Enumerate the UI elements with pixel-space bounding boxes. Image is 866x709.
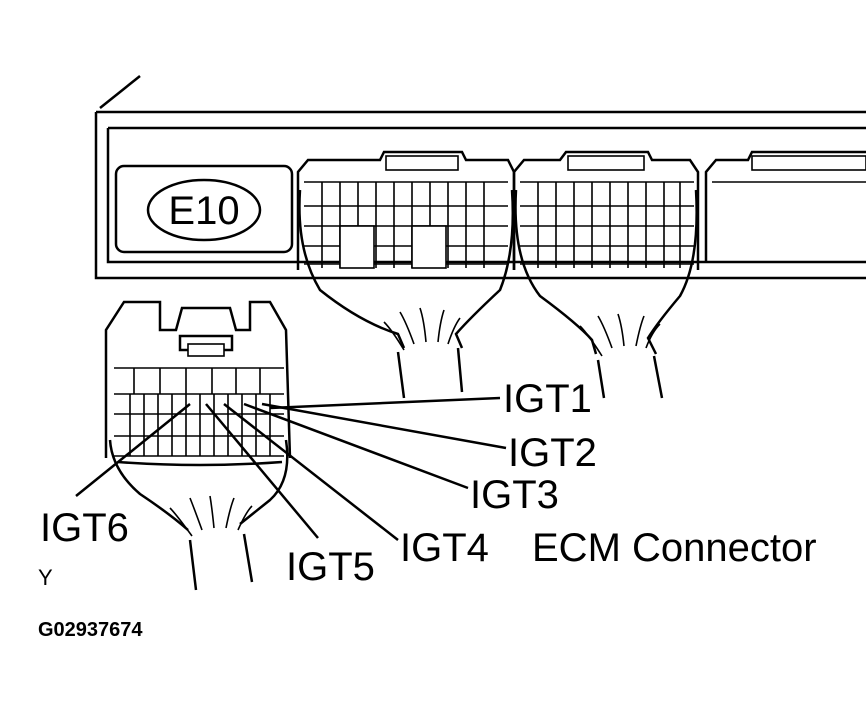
terminal-label-igt2: IGT2 (508, 431, 597, 475)
view-mark: Y (38, 565, 53, 590)
terminal-label-igt4: IGT4 (400, 526, 489, 570)
terminal-label-igt6: IGT6 (40, 506, 129, 550)
connector-id-badge: E10 (146, 178, 262, 242)
terminal-label-igt3: IGT3 (470, 473, 559, 517)
leader-igt3 (243, 402, 469, 490)
connector-title: ECM Connector (532, 526, 817, 570)
leader-igt5 (205, 403, 319, 539)
leader-igt4 (223, 403, 399, 541)
leader-igt2 (261, 402, 507, 450)
harness-connector (104, 300, 292, 591)
terminal-label-igt1: IGT1 (503, 377, 592, 421)
terminal-label-igt5: IGT5 (286, 545, 375, 589)
leader-igt1 (269, 396, 501, 410)
ecm-housing (94, 75, 866, 280)
header-connector-1 (296, 150, 516, 399)
terminal-labels: IGT1 IGT2 IGT3 IGT4 IGT5 IGT6 (40, 377, 597, 589)
connector-id-label: E10 (168, 189, 239, 233)
header-connector-2 (512, 150, 700, 399)
header-connector-3-partial (704, 150, 866, 262)
leader-lines (75, 396, 507, 541)
leader-igt6 (75, 403, 191, 497)
figure-code: G02937674 (38, 619, 143, 641)
